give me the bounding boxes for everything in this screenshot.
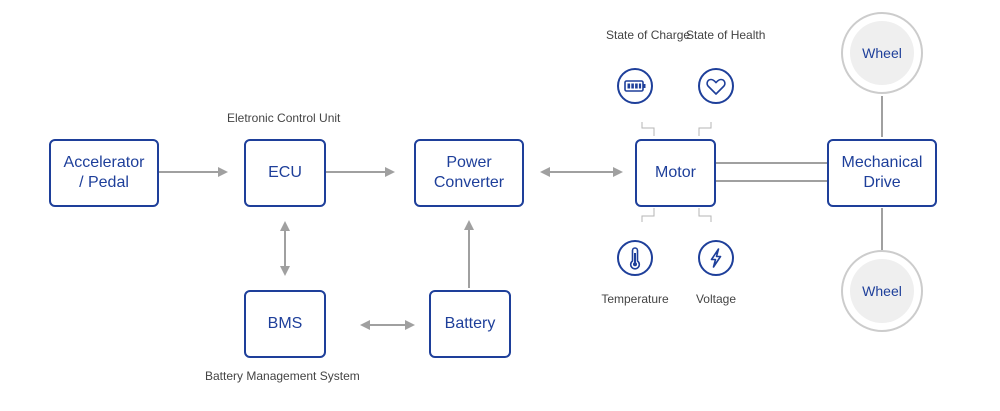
motor-label: Motor — [655, 164, 696, 181]
power-converter-block: Power Converter — [414, 139, 524, 207]
bms-label: BMS — [267, 315, 303, 332]
soc-caption: State of Charge — [606, 28, 690, 42]
bracket-voltage — [698, 208, 712, 222]
temperature-caption: Temperature — [601, 292, 669, 306]
bracket-soc — [641, 122, 655, 136]
ecu-block: ECU — [244, 139, 326, 207]
lightning-bolt-icon — [698, 240, 734, 276]
bracket-temperature — [641, 208, 655, 222]
thermometer-icon — [617, 240, 653, 276]
battery-level-icon — [617, 68, 653, 104]
accelerator-label-line2: / Pedal — [79, 174, 129, 191]
soc-caption-line2: Charge — [650, 28, 691, 42]
battery-block: Battery — [429, 290, 511, 358]
bracket-soh — [698, 122, 712, 136]
wheel-top: Wheel — [841, 12, 923, 94]
power-converter-label-line1: Power — [446, 154, 492, 171]
bms-block: BMS — [244, 290, 326, 358]
battery-label: Battery — [444, 315, 496, 332]
soh-caption-line1: State of — [686, 28, 728, 42]
accelerator-label-line1: Accelerator — [63, 154, 145, 171]
soh-caption-line2: Health — [730, 28, 766, 42]
heart-icon — [698, 68, 734, 104]
wheel-bottom: Wheel — [841, 250, 923, 332]
wheel-top-label: Wheel — [862, 45, 902, 61]
wheel-bottom-label: Wheel — [862, 283, 902, 299]
mechanical-drive-label-line2: Drive — [863, 174, 901, 191]
motor-block: Motor — [635, 139, 716, 207]
accelerator-pedal-block: Accelerator / Pedal — [49, 139, 159, 207]
soh-caption: State of Health — [686, 28, 765, 42]
bms-annotation: Battery Management System — [205, 369, 360, 383]
soc-caption-line1: State of — [606, 28, 648, 42]
voltage-caption: Voltage — [695, 292, 737, 306]
ecu-label: ECU — [268, 164, 302, 181]
power-converter-label-line2: Converter — [433, 174, 505, 191]
wheel-bottom-hub: Wheel — [850, 259, 914, 323]
wheel-top-hub: Wheel — [850, 21, 914, 85]
ecu-annotation: Eletronic Control Unit — [227, 111, 341, 125]
mechanical-drive-block: Mechanical Drive — [827, 139, 937, 207]
mechanical-drive-label-line1: Mechanical — [841, 154, 923, 171]
